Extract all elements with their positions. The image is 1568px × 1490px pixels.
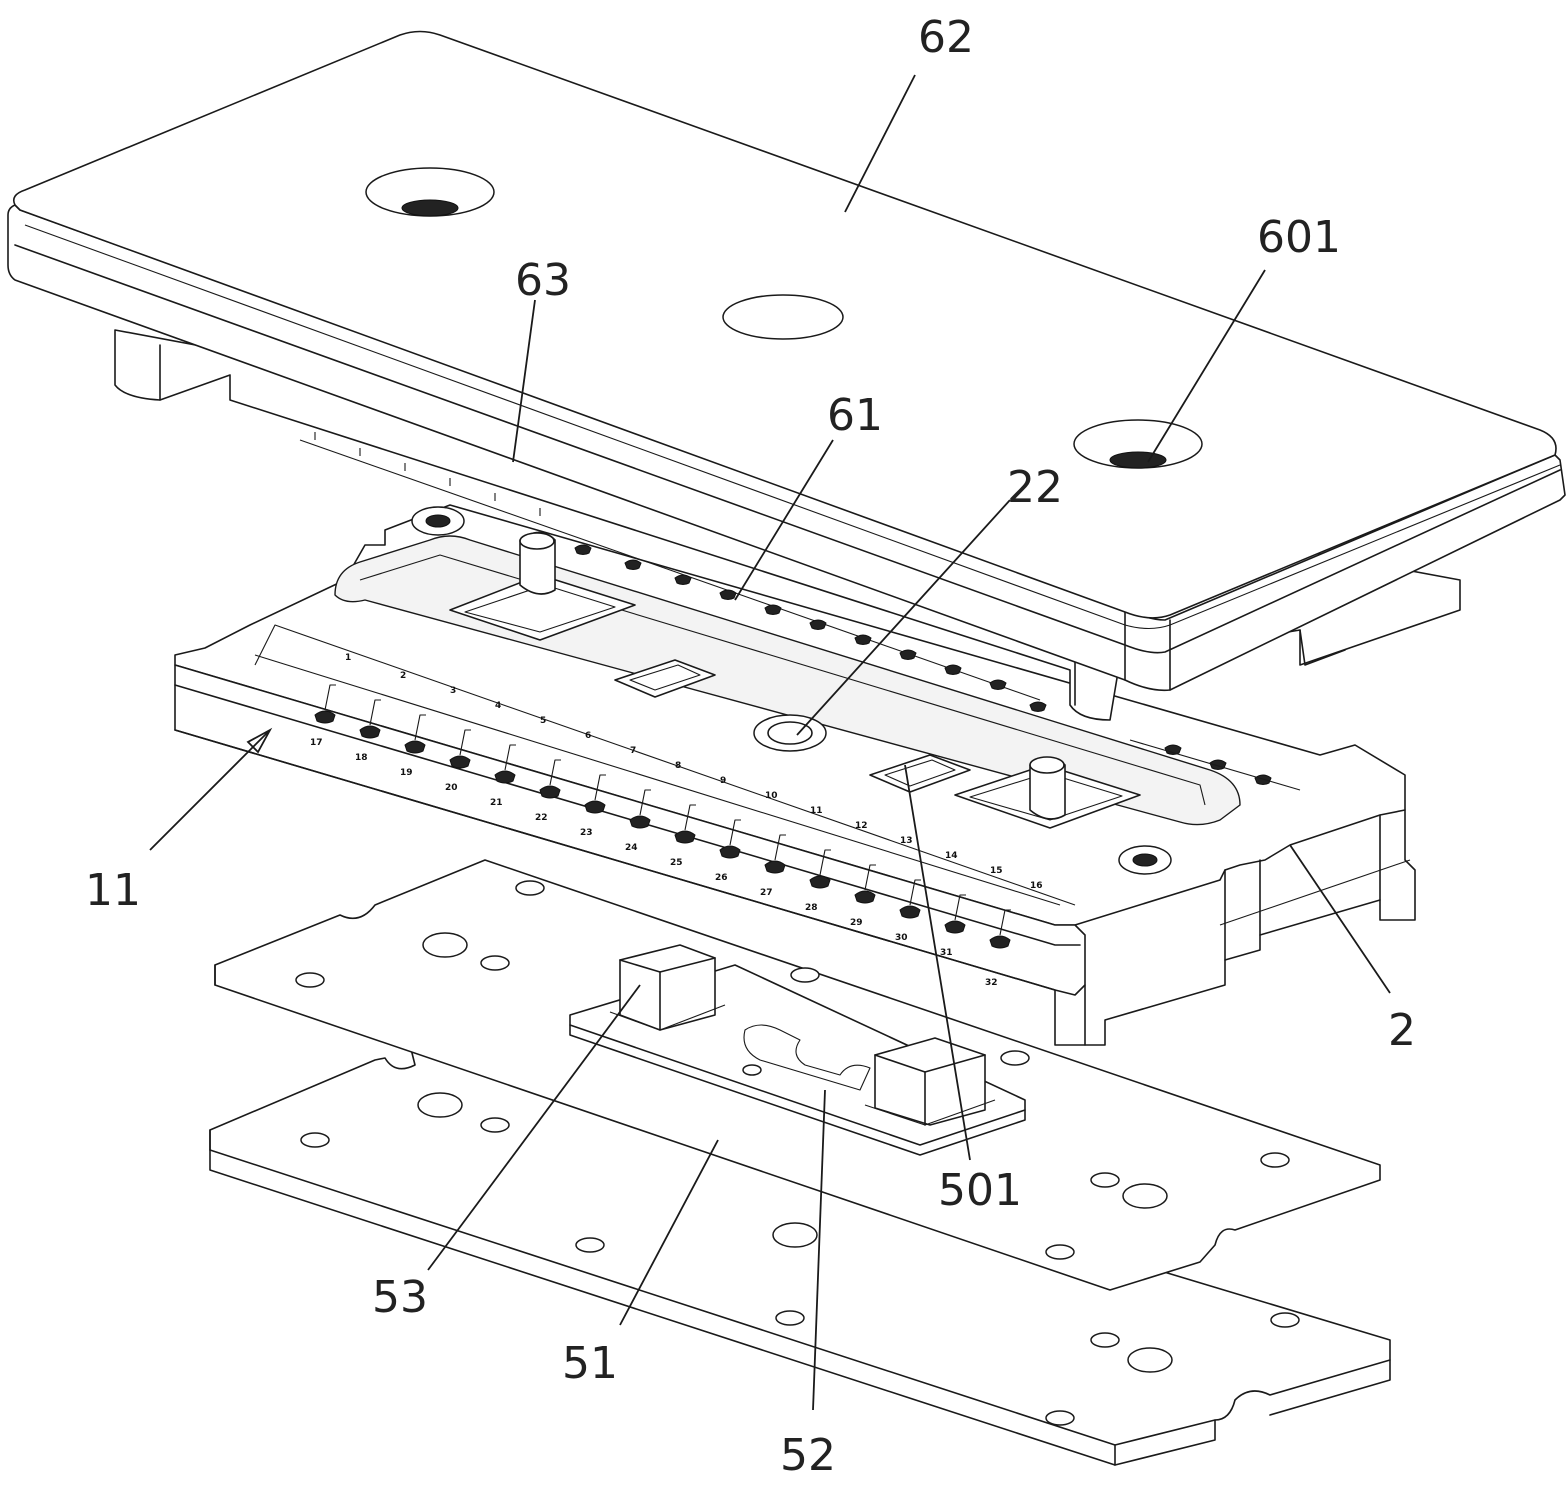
callout-11: 11: [85, 865, 141, 916]
svg-text:31: 31: [940, 948, 953, 958]
callout-63: 63: [515, 255, 571, 306]
svg-text:4: 4: [495, 701, 501, 711]
leader-22: [796, 499, 1011, 736]
svg-text:23: 23: [580, 828, 593, 838]
callout-501: 501: [938, 1165, 1022, 1216]
svg-text:29: 29: [850, 918, 863, 928]
svg-text:1: 1: [345, 653, 351, 663]
leader-61: [734, 439, 834, 601]
callout-53: 53: [372, 1272, 428, 1323]
bottom-plate: [209, 1044, 1391, 1466]
leader-11-arrowhead: [246, 727, 273, 754]
svg-text:10: 10: [765, 791, 778, 801]
svg-text:25: 25: [670, 858, 683, 868]
svg-text:17: 17: [310, 738, 323, 748]
svg-text:24: 24: [625, 843, 638, 853]
cover-pin-row: [314, 432, 1301, 791]
svg-text:30: 30: [895, 933, 908, 943]
svg-text:7: 7: [630, 746, 636, 756]
leader-62: [844, 74, 916, 213]
svg-text:9: 9: [720, 776, 726, 786]
leader-601: [1147, 269, 1266, 463]
callout-51: 51: [562, 1338, 618, 1389]
svg-text:16: 16: [1030, 881, 1043, 891]
svg-text:32: 32: [985, 978, 998, 988]
pin-row: [314, 684, 1011, 949]
leader-53: [427, 984, 641, 1271]
svg-text:14: 14: [945, 851, 958, 861]
svg-text:20: 20: [445, 783, 458, 793]
callout-601: 601: [1257, 212, 1341, 263]
top-cover-62: [7, 30, 1566, 791]
svg-text:15: 15: [990, 866, 1003, 876]
svg-text:19: 19: [400, 768, 413, 778]
leader-lines: [149, 74, 1391, 1411]
callout-labels: 62 601 63 61 22 11 2 501 53 51 52: [85, 12, 1416, 1481]
callout-22: 22: [1007, 462, 1063, 513]
callout-2: 2: [1388, 1005, 1416, 1056]
svg-text:2: 2: [400, 671, 406, 681]
cube-53-left: [609, 944, 726, 1031]
leader-51: [619, 1139, 719, 1326]
callout-61: 61: [827, 390, 883, 441]
svg-text:13: 13: [900, 836, 913, 846]
svg-text:11: 11: [810, 806, 823, 816]
leader-501: [904, 764, 971, 1161]
svg-text:3: 3: [450, 686, 456, 696]
svg-text:21: 21: [490, 798, 503, 808]
svg-text:18: 18: [355, 753, 368, 763]
leader-52: [812, 1089, 826, 1411]
svg-text:12: 12: [855, 821, 868, 831]
callout-62: 62: [918, 12, 974, 63]
leader-11: [149, 729, 271, 851]
svg-text:27: 27: [760, 888, 773, 898]
leader-2: [1289, 844, 1391, 994]
svg-text:28: 28: [805, 903, 818, 913]
svg-text:22: 22: [535, 813, 548, 823]
svg-text:5: 5: [540, 716, 546, 726]
svg-text:26: 26: [715, 873, 728, 883]
leader-63: [512, 299, 536, 463]
callout-52: 52: [780, 1430, 836, 1481]
cube-53-right: [864, 1037, 996, 1126]
svg-text:6: 6: [585, 731, 591, 741]
svg-text:8: 8: [675, 761, 681, 771]
